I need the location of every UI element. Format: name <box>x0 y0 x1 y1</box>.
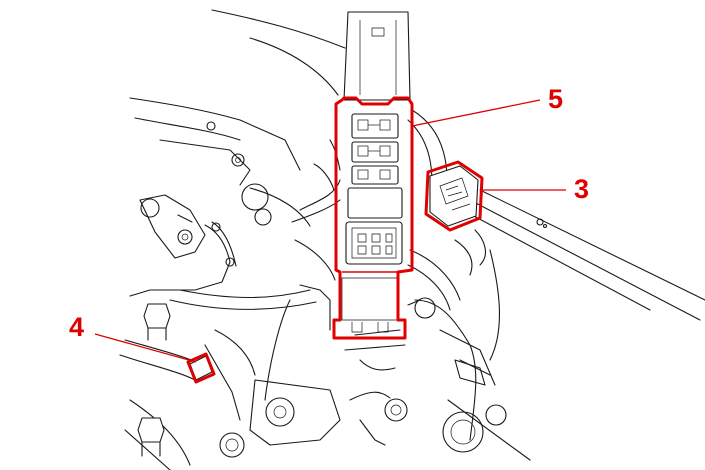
callout-5-label: 5 <box>548 84 564 114</box>
connector-3-line-art <box>429 165 479 227</box>
highlight-connector-3 <box>424 160 484 232</box>
module-outline <box>332 96 414 340</box>
engine-line-art <box>119 9 705 470</box>
callout-3-label: 3 <box>574 174 590 204</box>
relay-module-line-art <box>341 11 411 333</box>
highlight-clip-4 <box>186 352 216 384</box>
highlight-relay-module <box>332 96 414 340</box>
callout-4-leader <box>94 333 197 363</box>
callout-4-label: 4 <box>69 312 85 342</box>
callout-5-leader <box>411 99 541 127</box>
